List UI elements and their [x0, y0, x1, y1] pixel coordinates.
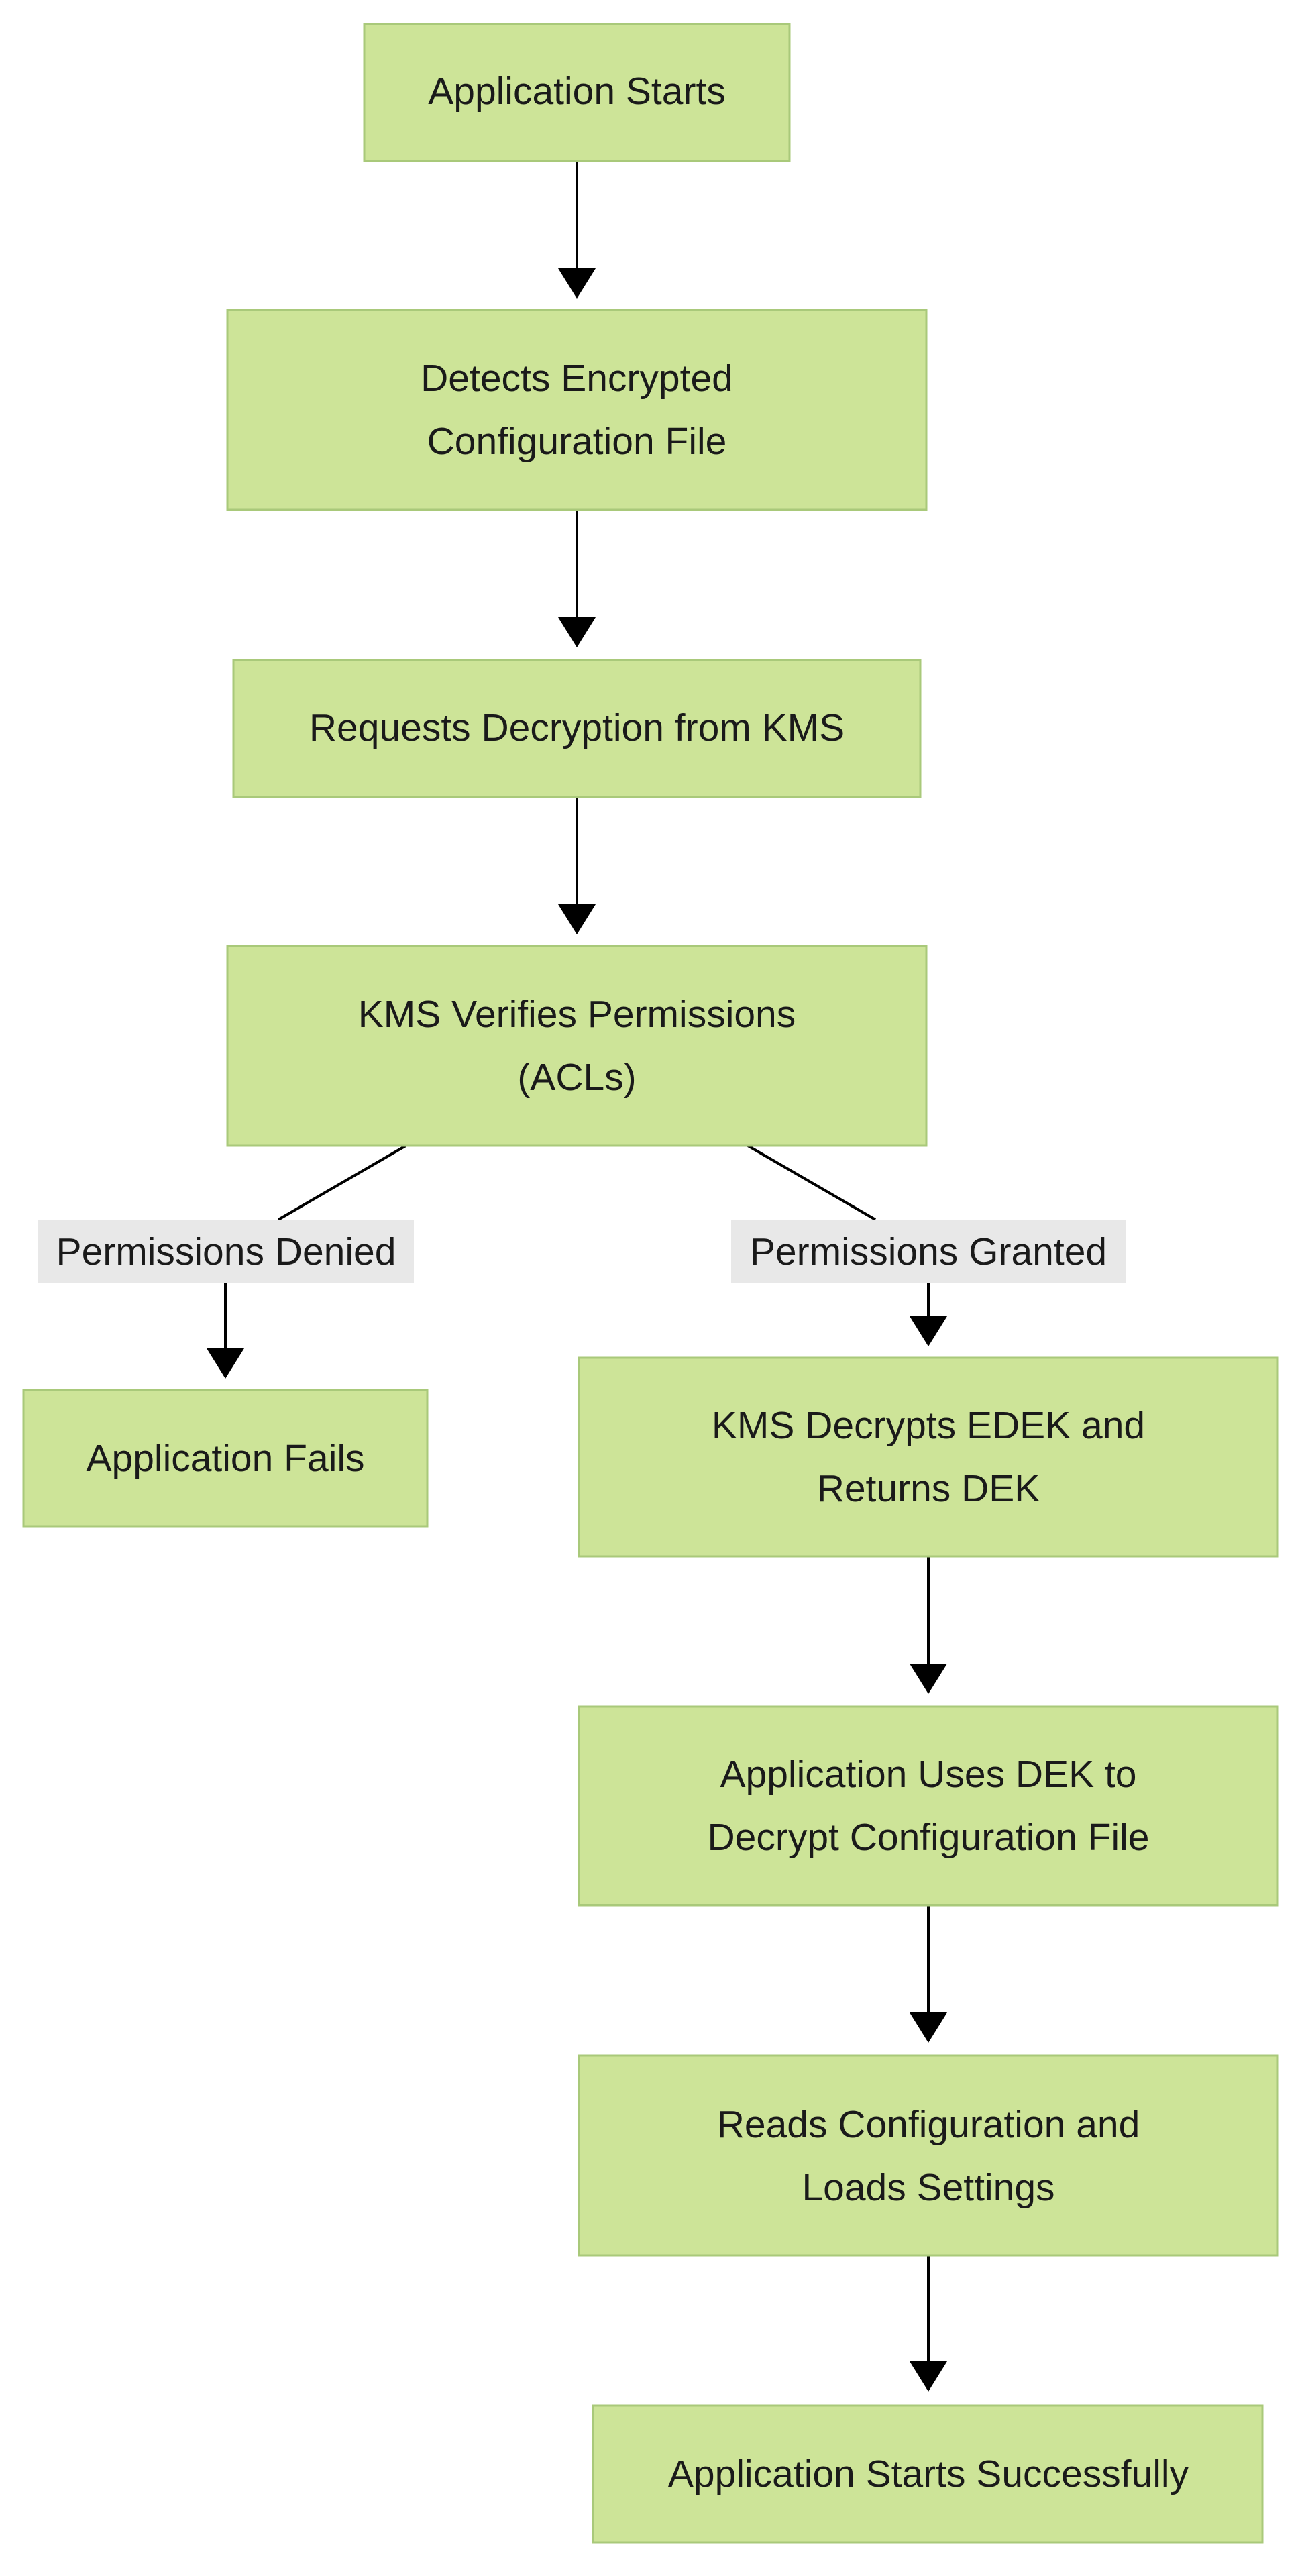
node-application-starts-successfully: Application Starts Successfully — [592, 2404, 1264, 2544]
node-kms-decrypts-line-1: KMS Decrypts EDEK and — [712, 1404, 1145, 1447]
arrowhead-icon — [910, 1316, 947, 1346]
edge-label-denied: Permissions Denied — [38, 1220, 414, 1283]
node-application-fails: Application Fails — [22, 1389, 429, 1528]
node-requests-decryption: Requests Decryption from KMS — [232, 659, 922, 798]
edge-label-granted-text: Permissions Granted — [750, 1230, 1107, 1273]
node-application-starts-line-1: Application Starts — [428, 70, 726, 113]
arrowhead-icon — [558, 268, 596, 299]
arrowhead-icon — [207, 1348, 244, 1379]
arrowhead-icon — [910, 1664, 947, 1694]
arrowhead-icon — [558, 617, 596, 647]
edge-label-granted: Permissions Granted — [731, 1220, 1126, 1283]
node-kms-decrypts: KMS Decrypts EDEK and Returns DEK — [578, 1356, 1279, 1558]
edge-verifies-to-denied-label — [277, 1144, 407, 1221]
node-reads-configuration: Reads Configuration and Loads Settings — [578, 2054, 1279, 2257]
arrowhead-icon — [558, 904, 596, 934]
node-application-starts: Application Starts — [363, 23, 791, 162]
node-application-uses-dek-line-2: Decrypt Configuration File — [708, 1816, 1150, 1859]
node-reads-configuration-line-2: Loads Settings — [802, 2166, 1054, 2209]
node-kms-verifies-line-1: KMS Verifies Permissions — [358, 993, 796, 1036]
node-application-uses-dek: Application Uses DEK to Decrypt Configur… — [578, 1705, 1279, 1907]
edge-verifies-to-granted-label — [747, 1144, 877, 1221]
node-reads-configuration-line-1: Reads Configuration and — [717, 2103, 1140, 2146]
node-kms-verifies: KMS Verifies Permissions (ACLs) — [226, 945, 928, 1147]
node-kms-decrypts-line-2: Returns DEK — [817, 1467, 1040, 1510]
node-detects-encrypted-line-1: Detects Encrypted — [421, 357, 733, 400]
node-application-uses-dek-line-1: Application Uses DEK to — [720, 1753, 1137, 1796]
node-application-starts-successfully-line-1: Application Starts Successfully — [668, 2453, 1189, 2496]
node-requests-decryption-line-1: Requests Decryption from KMS — [309, 706, 845, 749]
arrowhead-icon — [910, 2012, 947, 2043]
node-application-fails-line-1: Application Fails — [86, 1437, 364, 1480]
node-detects-encrypted-line-2: Configuration File — [427, 420, 727, 463]
node-detects-encrypted: Detects Encrypted Configuration File — [226, 309, 928, 511]
node-kms-verifies-line-2: (ACLs) — [517, 1056, 636, 1099]
edges — [207, 161, 947, 2392]
arrowhead-icon — [910, 2361, 947, 2392]
edge-label-denied-text: Permissions Denied — [56, 1230, 396, 1273]
